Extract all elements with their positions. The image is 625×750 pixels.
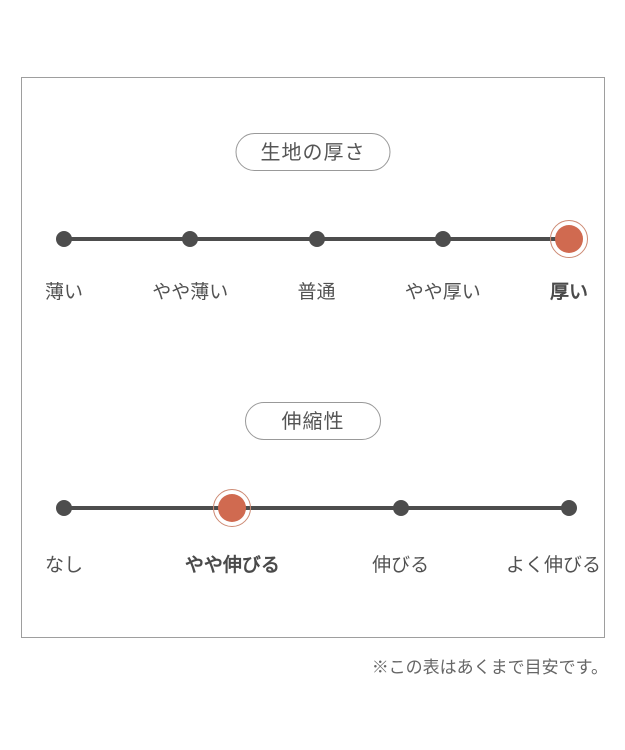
scale-label-thick: 厚い bbox=[549, 282, 589, 303]
scale-dot bbox=[56, 231, 72, 247]
scale-label-none: なし bbox=[44, 555, 84, 576]
scale-line bbox=[64, 506, 569, 510]
scale-label-thin: 薄い bbox=[44, 282, 84, 303]
scale-dot bbox=[308, 231, 325, 247]
spec-frame: 生地の厚さ 薄い やや薄い 普通 やや厚い 厚い 伸縮性 bbox=[21, 77, 605, 638]
scale-label-somewhat-thin: やや薄い bbox=[152, 282, 229, 303]
scale-label-normal: 普通 bbox=[297, 282, 336, 303]
scale-label-stretches-a-little: やや伸びる bbox=[184, 555, 280, 576]
disclaimer-note: ※この表はあくまで目安です。 bbox=[371, 658, 608, 677]
selected-marker-thick bbox=[555, 225, 583, 253]
scale-dot bbox=[56, 500, 72, 516]
scale-label-stretches-well: よく伸びる bbox=[505, 555, 601, 576]
scale-label-stretches: 伸びる bbox=[372, 555, 430, 576]
selected-marker-stretch bbox=[218, 494, 247, 522]
scale-dot bbox=[434, 231, 451, 247]
stretchiness-title-badge: 伸縮性 bbox=[245, 402, 381, 440]
scale-dot bbox=[561, 500, 577, 516]
scale-label-somewhat-thick: やや厚い bbox=[404, 282, 481, 303]
fabric-thickness-title-badge: 生地の厚さ bbox=[235, 133, 391, 171]
scale-dot bbox=[392, 500, 409, 516]
stretchiness-title: 伸縮性 bbox=[281, 411, 345, 433]
scale-dot bbox=[182, 231, 199, 247]
fabric-thickness-title: 生地の厚さ bbox=[260, 142, 366, 164]
